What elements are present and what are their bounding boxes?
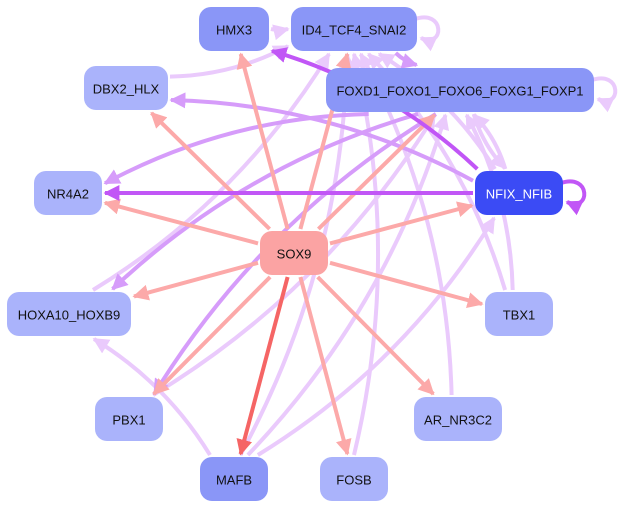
node-label: NFIX_NFIB (486, 187, 552, 202)
edge-foxd1-to-nr4a2 (103, 112, 369, 186)
node-label: MAFB (216, 473, 252, 488)
node-label: FOSB (336, 473, 371, 488)
node-label: AR_NR3C2 (424, 413, 492, 428)
node-tbx1[interactable]: TBX1 (485, 292, 553, 336)
node-nr4a2[interactable]: NR4A2 (34, 171, 102, 215)
node-mafb[interactable]: MAFB (200, 457, 268, 501)
node-box[interactable] (95, 397, 163, 441)
node-ar-nr3c2[interactable]: AR_NR3C2 (414, 397, 502, 441)
edge-sox9-to-foxd1 (316, 113, 436, 231)
node-id4-tcf4-snai2[interactable]: ID4_TCF4_SNAI2 (291, 7, 417, 51)
edge-sox9-to-tbx1 (329, 260, 484, 308)
edge-sox9-to-nfix_nfib (329, 201, 474, 246)
node-box[interactable] (7, 292, 131, 336)
node-nfix-nfib[interactable]: NFIX_NFIB (475, 171, 563, 215)
node-label: HMX3 (216, 23, 252, 38)
node-box[interactable] (260, 231, 328, 275)
edge-foxd1-to-foxd1 (591, 76, 618, 113)
node-label: DBX2_HLX (93, 82, 160, 97)
edge-nfix_nfib-to-nfix_nfib (560, 179, 587, 216)
node-box[interactable] (84, 66, 168, 110)
edge-sox9-to-ar_nr3c2 (316, 275, 435, 396)
edge-sox9-to-hoxa10_hoxb9 (132, 260, 259, 301)
edge-sox9-to-hmx3 (236, 52, 290, 230)
node-box[interactable] (485, 292, 553, 336)
node-box[interactable] (475, 171, 563, 215)
node-hmx3[interactable]: HMX3 (199, 7, 269, 51)
node-box[interactable] (320, 457, 388, 501)
edge-mafb-to-foxd1 (246, 113, 450, 457)
node-box[interactable] (200, 457, 268, 501)
node-foxd1[interactable]: FOXD1_FOXO1_FOXO6_FOXG1_FOXP1 (326, 68, 594, 112)
node-hoxa10-hoxb9[interactable]: HOXA10_HOXB9 (7, 292, 131, 336)
edge-id4_tcf4_snai2-to-foxd1 (394, 51, 419, 69)
node-dbx2-hlx[interactable]: DBX2_HLX (84, 66, 168, 110)
edge-sox9-to-dbx2_hlx (150, 111, 272, 231)
node-label: TBX1 (503, 308, 536, 323)
edge-id4_tcf4_snai2-to-id4_tcf4_snai2 (414, 15, 441, 52)
node-box[interactable] (34, 171, 102, 215)
node-label: ID4_TCF4_SNAI2 (302, 23, 407, 38)
node-box[interactable] (199, 7, 269, 51)
node-box[interactable] (414, 397, 502, 441)
node-label: FOXD1_FOXO1_FOXO6_FOXG1_FOXP1 (336, 84, 583, 99)
edge-hmx3-to-id4_tcf4_snai2 (270, 24, 290, 41)
node-label: SOX9 (277, 247, 312, 262)
node-fosb[interactable]: FOSB (320, 457, 388, 501)
node-label: HOXA10_HOXB9 (18, 308, 121, 323)
node-pbx1[interactable]: PBX1 (95, 397, 163, 441)
edge-sox9-to-nr4a2 (103, 198, 259, 246)
node-box[interactable] (326, 68, 594, 112)
node-label: NR4A2 (47, 187, 89, 202)
node-label: PBX1 (112, 413, 145, 428)
edge-sox9-to-mafb (236, 276, 290, 456)
node-box[interactable] (291, 7, 417, 51)
edge-sox9-to-pbx1 (152, 275, 272, 396)
edge-foxd1-to-hoxa10_hoxb9 (111, 112, 419, 291)
node-sox9[interactable]: SOX9 (260, 231, 328, 275)
edge-nfix_nfib-to-dbx2_hlx (169, 92, 474, 183)
edge-sox9-to-fosb (298, 276, 352, 456)
